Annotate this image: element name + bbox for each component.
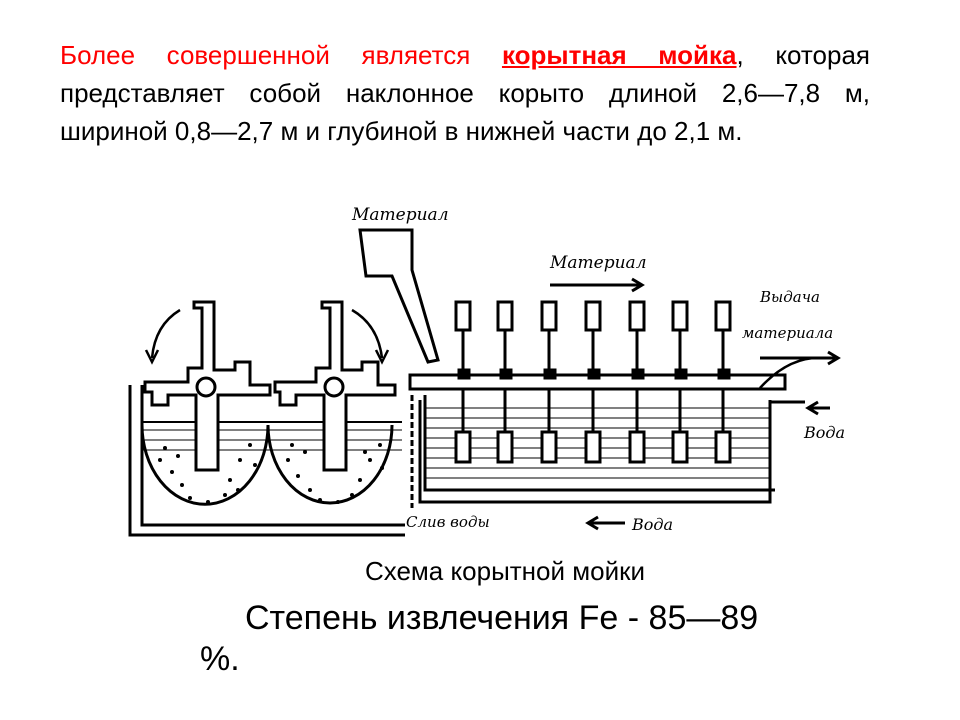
- right-trough-section: [408, 350, 841, 531]
- material-flow-arrow: [550, 277, 645, 293]
- trough-paddle: [496, 300, 514, 464]
- output-curve: [759, 356, 826, 389]
- label-output-2: материала: [742, 324, 833, 342]
- rotation-arrow-left: [150, 308, 181, 359]
- trough-outline: [418, 400, 772, 504]
- feed-hopper: [358, 228, 440, 364]
- intro-text-end: , которая представляет собой наклонное к…: [60, 40, 870, 146]
- label-water-in: Вода: [803, 423, 845, 442]
- hub-1: [195, 376, 217, 398]
- left-washer-section: [128, 300, 405, 537]
- trough-paddle: [540, 300, 558, 464]
- label-water-flow: Вода: [631, 515, 673, 534]
- label-output-1: Выдача: [759, 288, 820, 306]
- label-material-top: Материал: [351, 205, 449, 225]
- hub-2: [323, 376, 345, 398]
- left-bowl-2: [266, 424, 394, 505]
- diagram-caption: Схема корытной мойки: [364, 556, 645, 586]
- trough-washer-diagram: Материал Материал Выдача материала Вода …: [128, 205, 845, 537]
- left-tank-outline: [128, 385, 405, 537]
- intro-highlight: корытная мойка: [501, 40, 737, 70]
- extraction-rate: Степень извлечения Fe - 85—89: [245, 599, 759, 637]
- trough-paddle: [671, 300, 689, 464]
- trough-paddle: [584, 300, 602, 464]
- intro-paragraph: Более совершенной является корытная мойк…: [60, 36, 870, 150]
- trough-paddle: [454, 300, 472, 464]
- label-drain: Слив воды: [406, 513, 490, 531]
- extraction-rate-unit: %.: [200, 640, 240, 678]
- intro-text-start: Более совершенной является: [60, 40, 502, 70]
- sand-fill: [158, 443, 384, 504]
- rotation-arrow-right: [351, 308, 384, 359]
- trough-paddle: [714, 300, 732, 464]
- trough-paddles: [454, 300, 732, 464]
- left-bowl-1: [140, 424, 270, 506]
- label-material-arrow: Материал: [549, 253, 647, 273]
- trough-paddle: [628, 300, 646, 464]
